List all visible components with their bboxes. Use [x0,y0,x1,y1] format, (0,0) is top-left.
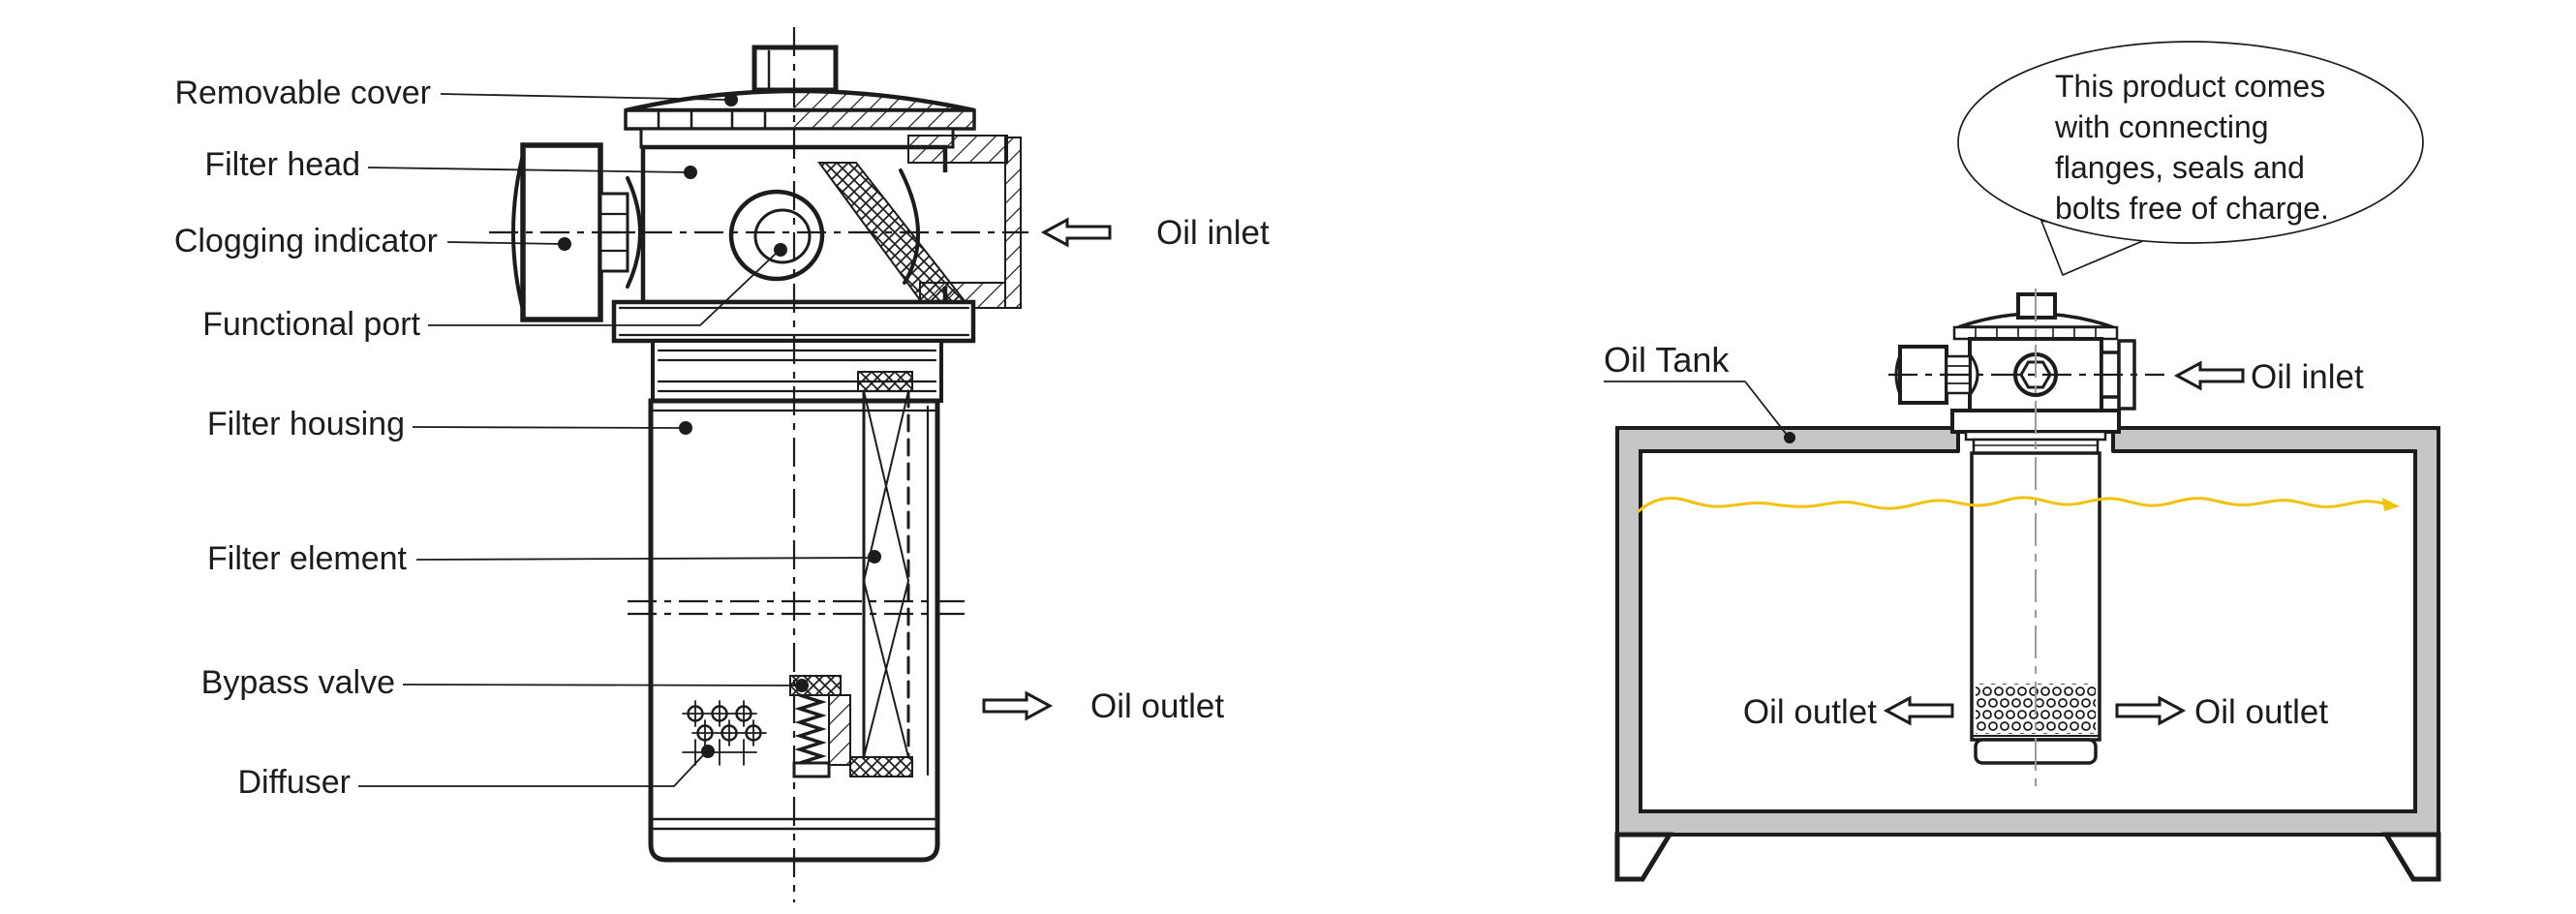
diffuser-shape [682,700,767,766]
label-removable-cover: Removable cover [174,75,431,111]
bubble-line-1: This product comes [2055,69,2325,104]
label-oil-outlet: Oil outlet [1090,687,1224,725]
oil-inlet-arrow [1040,217,1112,248]
tank-mounted-filter [1888,289,2164,786]
installation-annotations: Oil Tank Oil inlet Oil outlet Oil outlet [1604,340,2364,731]
label-filter-element: Filter element [207,540,408,577]
removable-cover-section-hatch [794,90,974,110]
label-oil-inlet: Oil inlet [1156,214,1270,252]
bubble-line-3: flanges, seals and [2055,150,2305,185]
leader-lines [358,93,881,787]
label-oil-outlet-left: Oil outlet [1743,693,1877,731]
tank-foot-right [2381,832,2441,882]
tank-oil-inlet-arrow [2173,360,2245,391]
sectional-view: Removable cover Filter head Clogging ind… [174,27,1270,902]
oil-outlet-arrow-left [1883,695,1954,726]
label-filter-head: Filter head [204,146,360,183]
installation-view: This product comes with connecting flang… [1604,41,2441,882]
label-clogging-indicator: Clogging indicator [174,223,438,259]
inlet-flange-top [907,135,1008,164]
label-tank-oil-inlet: Oil inlet [2251,358,2364,396]
filter-element-shape [849,371,930,777]
bubble-line-2: with connecting [2054,109,2269,144]
label-bypass-valve: Bypass valve [201,664,395,701]
oil-outlet-arrow [982,690,1054,721]
speech-bubble-body [1957,41,2424,244]
inlet-flange-face [1004,137,1022,309]
label-diffuser: Diffuser [237,764,351,801]
speech-bubble: This product comes with connecting flang… [1957,41,2424,277]
oil-outlet-arrow-right [2115,695,2187,726]
label-filter-housing: Filter housing [207,406,405,442]
flow-annotations: Oil inlet Oil outlet [982,214,1270,725]
oil-level-arrowhead [2382,498,2400,511]
label-functional-port: Functional port [202,306,420,343]
head-top-step [639,127,955,149]
functional-port-shape [728,189,825,282]
tank-foot-left [1614,832,1674,882]
label-oil-tank: Oil Tank [1604,340,1730,380]
label-oil-outlet-right: Oil outlet [2194,693,2328,731]
filter-cross-section-drawing [489,27,1028,902]
oil-level-line [1637,496,2400,513]
inlet-passage-curve [899,168,920,285]
bubble-line-4: bolts free of charge. [2055,191,2329,226]
part-labels: Removable cover Filter head Clogging ind… [174,75,438,801]
